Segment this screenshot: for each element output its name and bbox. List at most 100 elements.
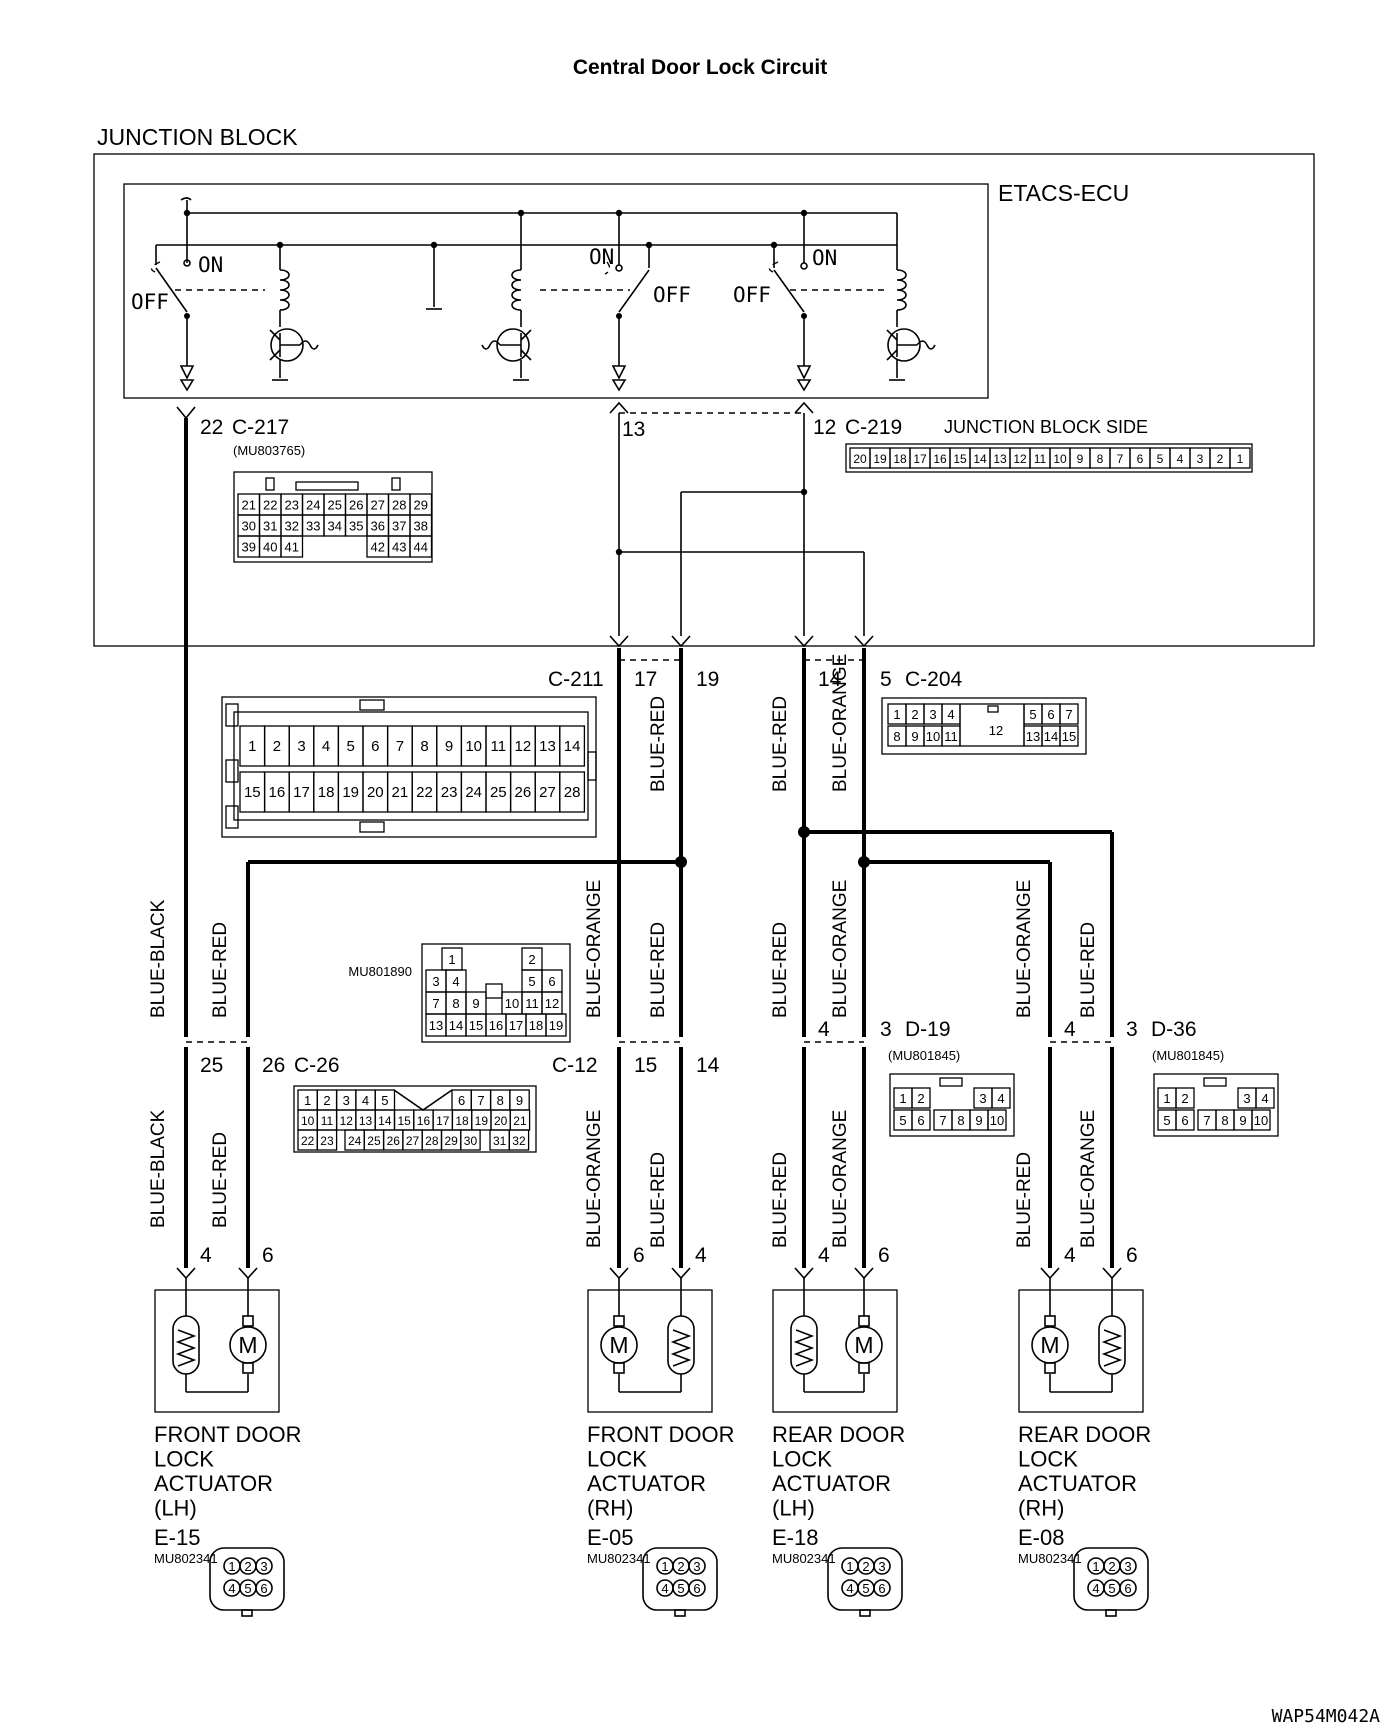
d36-part: (MU801845) <box>1152 1048 1224 1063</box>
svg-text:32: 32 <box>285 519 299 534</box>
c26-pin-cell: 20 <box>490 1109 511 1131</box>
svg-text:31: 31 <box>493 1134 507 1148</box>
svg-text:11: 11 <box>491 738 507 755</box>
svg-text:24: 24 <box>306 498 320 513</box>
c219-pin-cell: 1 <box>1229 447 1251 469</box>
svg-text:9: 9 <box>911 729 918 744</box>
e-connector-pin: 5 <box>677 1581 684 1596</box>
svg-text:26: 26 <box>387 1134 401 1148</box>
c217-pin-cell: 22 <box>258 493 282 516</box>
junction-block-frame <box>93 153 1315 647</box>
c219-pin-cell: 18 <box>889 447 911 469</box>
svg-text:21: 21 <box>392 784 409 801</box>
d19-pin-4: 4 <box>818 1018 830 1041</box>
actuator-label: LOCK <box>1018 1447 1078 1472</box>
mu801890-pin-cell: 11 <box>521 991 543 1015</box>
c211-pin-cell: 3 <box>288 725 315 767</box>
c26-pin-cell: 13 <box>355 1109 376 1131</box>
c204-pin-cell: 7 <box>1059 703 1079 725</box>
d36-cells-pin: 5 <box>1157 1109 1177 1131</box>
relay1-on-label: ON <box>198 253 223 277</box>
c211-pin-cell: 19 <box>337 771 364 813</box>
svg-text:21: 21 <box>242 498 256 513</box>
actuator-label: ACTUATOR <box>772 1471 891 1496</box>
c204-pin-cell: 5 <box>1023 703 1043 725</box>
svg-text:2: 2 <box>273 738 281 755</box>
svg-text:12: 12 <box>545 996 559 1011</box>
c26-pin-cell: 5 <box>374 1089 396 1111</box>
actuator-label: (RH) <box>1018 1496 1064 1521</box>
svg-text:6: 6 <box>1181 1113 1188 1128</box>
c204-pin-cell: 14 <box>1041 725 1061 747</box>
motor-symbol: M <box>238 1332 257 1358</box>
svg-text:14: 14 <box>449 1018 463 1033</box>
svg-text:4: 4 <box>947 707 954 722</box>
svg-text:12: 12 <box>340 1114 354 1128</box>
d36-name: D-36 <box>1151 1018 1197 1041</box>
svg-text:24: 24 <box>465 784 482 801</box>
c26-pin-cell: 28 <box>421 1129 443 1151</box>
e-connector-pin: 3 <box>1124 1559 1131 1574</box>
c26-pin-cell: 31 <box>489 1129 510 1151</box>
mu801890-pin-cell: 15 <box>465 1013 487 1037</box>
actuator-part-number: MU802341 <box>1018 1551 1082 1566</box>
c217-pin-cell: 35 <box>344 514 368 537</box>
c204-pin-cell: 9 <box>905 725 925 747</box>
e-connector-pin: 1 <box>846 1559 853 1574</box>
svg-text:8: 8 <box>420 738 428 755</box>
wire-color-label: BLUE-ORANGE <box>1014 880 1035 1018</box>
svg-text:10: 10 <box>926 729 940 744</box>
actuator-pin: 6 <box>262 1244 274 1267</box>
d19-cells-pin: 7 <box>933 1109 953 1131</box>
c26-pin-cell: 6 <box>451 1089 472 1111</box>
e-connector-pin: 3 <box>693 1559 700 1574</box>
svg-text:8: 8 <box>1097 452 1104 466</box>
svg-text:15: 15 <box>397 1114 411 1128</box>
svg-text:7: 7 <box>432 996 439 1011</box>
footer-code: WAP54M042A <box>1272 1706 1381 1727</box>
c26-pin-cell: 7 <box>470 1089 492 1111</box>
relay1-off-label: OFF <box>131 290 169 314</box>
c219-pin-cell: 12 <box>1009 447 1031 469</box>
c12-name: C-12 <box>552 1054 598 1077</box>
svg-text:13: 13 <box>359 1114 373 1128</box>
svg-text:9: 9 <box>516 1093 523 1108</box>
mu801890-pin-cell: 8 <box>445 991 467 1015</box>
svg-text:11: 11 <box>944 729 958 744</box>
c217-pin-cell: 21 <box>237 493 261 516</box>
c219-pin-cell: 19 <box>869 447 891 469</box>
c12-pin-15: 15 <box>634 1054 657 1077</box>
svg-text:43: 43 <box>392 540 406 555</box>
svg-text:1: 1 <box>448 952 455 967</box>
e-connector-pin: 2 <box>677 1559 684 1574</box>
svg-text:4: 4 <box>452 974 459 989</box>
c211-pin-cell: 21 <box>386 771 413 813</box>
actuator-label: (LH) <box>772 1496 815 1521</box>
svg-text:14: 14 <box>564 738 581 755</box>
d36-pin-3: 3 <box>1126 1018 1138 1041</box>
svg-text:4: 4 <box>1177 452 1184 466</box>
c219-pin-cell: 7 <box>1109 447 1131 469</box>
c211-pin-cell: 28 <box>559 771 586 813</box>
e-connector-pin: 3 <box>878 1559 885 1574</box>
svg-text:19: 19 <box>475 1114 489 1128</box>
d36-cells-pin: 4 <box>1255 1087 1275 1109</box>
svg-text:10: 10 <box>1053 452 1067 466</box>
svg-text:25: 25 <box>490 784 507 801</box>
c219-pin-cell: 13 <box>989 447 1011 469</box>
svg-text:6: 6 <box>1137 452 1144 466</box>
svg-text:10: 10 <box>505 996 519 1011</box>
svg-text:8: 8 <box>497 1093 504 1108</box>
mu801890-pin-cell: 16 <box>485 1013 507 1037</box>
actuator-pin: 6 <box>633 1244 645 1267</box>
e-connector-pin: 6 <box>878 1581 885 1596</box>
c217-pin-cell: 27 <box>366 493 390 516</box>
svg-text:3: 3 <box>1197 452 1204 466</box>
actuator-connector-id: E-05 <box>587 1525 633 1550</box>
d19-cells-pin: 4 <box>991 1087 1011 1109</box>
c217-pin-cell: 43 <box>387 535 411 558</box>
svg-text:41: 41 <box>285 540 299 555</box>
